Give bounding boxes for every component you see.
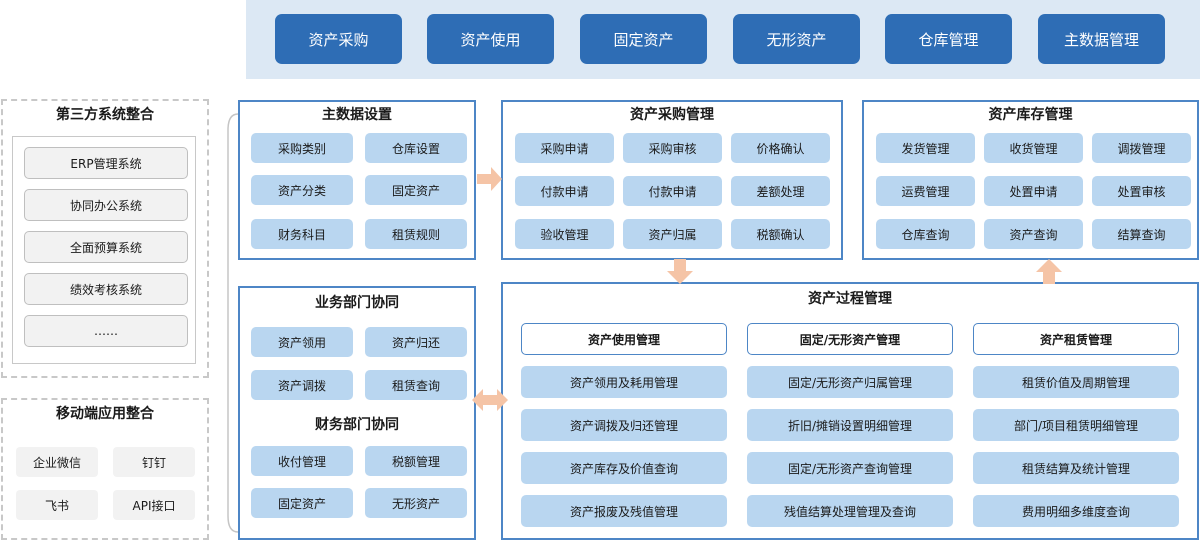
finance-cell-fixed-assets[interactable]: 固定资产	[251, 488, 353, 518]
procurement-cell-payment-request-2[interactable]: 付款申请	[623, 176, 722, 206]
fixed-item-query[interactable]: 固定/无形资产查询管理	[747, 452, 953, 484]
master-data-title: 主数据设置	[322, 107, 392, 123]
process-column-usage-title: 资产使用管理	[521, 323, 727, 355]
master-cell-finance-subject[interactable]: 财务科目	[251, 219, 353, 249]
finance-dept-title: 财务部门协同	[315, 417, 399, 433]
fixed-item-ownership[interactable]: 固定/无形资产归属管理	[747, 366, 953, 398]
nav-warehouse[interactable]: 仓库管理	[885, 14, 1012, 64]
procurement-cell-tax-confirm[interactable]: 税额确认	[731, 219, 830, 249]
usage-item-claim-consumption[interactable]: 资产领用及耗用管理	[521, 366, 727, 398]
master-cell-procurement-category[interactable]: 采购类别	[251, 133, 353, 163]
inventory-cell-shipping[interactable]: 发货管理	[876, 133, 975, 163]
procurement-cell-price-confirm[interactable]: 价格确认	[731, 133, 830, 163]
system-item-more[interactable]: ……	[24, 315, 188, 347]
master-cell-lease-rules[interactable]: 租赁规则	[365, 219, 467, 249]
procurement-cell-request[interactable]: 采购申请	[515, 133, 614, 163]
inventory-cell-settlement-query[interactable]: 结算查询	[1092, 219, 1191, 249]
procurement-cell-acceptance[interactable]: 验收管理	[515, 219, 614, 249]
arrow-up-icon	[1036, 259, 1062, 284]
inventory-cell-disposal-request[interactable]: 处置申请	[984, 176, 1083, 206]
lease-item-settlement-stats[interactable]: 租赁结算及统计管理	[973, 452, 1179, 484]
inventory-cell-transfer[interactable]: 调拨管理	[1092, 133, 1191, 163]
process-title: 资产过程管理	[808, 291, 892, 307]
bracket-connector	[227, 113, 239, 533]
usage-item-inventory-value[interactable]: 资产库存及价值查询	[521, 452, 727, 484]
mobile-item-api[interactable]: API接口	[113, 490, 195, 520]
procurement-title: 资产采购管理	[630, 107, 714, 123]
procurement-cell-difference[interactable]: 差额处理	[731, 176, 830, 206]
master-cell-warehouse-setup[interactable]: 仓库设置	[365, 133, 467, 163]
inventory-cell-freight[interactable]: 运费管理	[876, 176, 975, 206]
business-dept-title: 业务部门协同	[315, 295, 399, 311]
procurement-cell-review[interactable]: 采购审核	[623, 133, 722, 163]
nav-fixed-assets[interactable]: 固定资产	[580, 14, 707, 64]
nav-asset-procurement[interactable]: 资产采购	[275, 14, 402, 64]
inventory-cell-receiving[interactable]: 收货管理	[984, 133, 1083, 163]
business-cell-lease-query[interactable]: 租赁查询	[365, 370, 467, 400]
inventory-cell-disposal-review[interactable]: 处置审核	[1092, 176, 1191, 206]
fixed-item-depreciation[interactable]: 折旧/摊销设置明细管理	[747, 409, 953, 441]
mobile-item-feishu[interactable]: 飞书	[16, 490, 98, 520]
business-cell-asset-return[interactable]: 资产归还	[365, 327, 467, 357]
nav-intangible-assets[interactable]: 无形资产	[733, 14, 860, 64]
lease-item-dept-project[interactable]: 部门/项目租赁明细管理	[973, 409, 1179, 441]
double-arrow-icon	[472, 389, 508, 411]
master-cell-fixed-assets[interactable]: 固定资产	[365, 175, 467, 205]
process-column-fixed-intangible-title: 固定/无形资产管理	[747, 323, 953, 355]
inventory-title: 资产库存管理	[988, 107, 1073, 123]
third-party-title: 第三方系统整合	[56, 107, 154, 123]
nav-master-data[interactable]: 主数据管理	[1038, 14, 1165, 64]
mobile-item-wecom[interactable]: 企业微信	[16, 447, 98, 477]
system-item-budget[interactable]: 全面预算系统	[24, 231, 188, 263]
system-item-oa[interactable]: 协同办公系统	[24, 189, 188, 221]
master-cell-asset-classification[interactable]: 资产分类	[251, 175, 353, 205]
finance-cell-tax[interactable]: 税额管理	[365, 446, 467, 476]
finance-cell-payments[interactable]: 收付管理	[251, 446, 353, 476]
usage-item-scrap-residual[interactable]: 资产报废及残值管理	[521, 495, 727, 527]
lease-item-value-cycle[interactable]: 租赁价值及周期管理	[973, 366, 1179, 398]
process-column-lease-title: 资产租赁管理	[973, 323, 1179, 355]
lease-item-expense-query[interactable]: 费用明细多维度查询	[973, 495, 1179, 527]
system-item-performance[interactable]: 绩效考核系统	[24, 273, 188, 305]
finance-cell-intangible-assets[interactable]: 无形资产	[365, 488, 467, 518]
business-cell-asset-claim[interactable]: 资产领用	[251, 327, 353, 357]
inventory-cell-asset-query[interactable]: 资产查询	[984, 219, 1083, 249]
usage-item-transfer-return[interactable]: 资产调拨及归还管理	[521, 409, 727, 441]
nav-asset-usage[interactable]: 资产使用	[427, 14, 554, 64]
procurement-cell-asset-ownership[interactable]: 资产归属	[623, 219, 722, 249]
fixed-item-residual-settlement[interactable]: 残值结算处理管理及查询	[747, 495, 953, 527]
mobile-title: 移动端应用整合	[56, 406, 154, 422]
procurement-cell-payment-request[interactable]: 付款申请	[515, 176, 614, 206]
arrow-right-icon	[477, 167, 502, 191]
arrow-down-icon	[667, 259, 693, 284]
system-item-erp[interactable]: ERP管理系统	[24, 147, 188, 179]
business-cell-asset-transfer[interactable]: 资产调拨	[251, 370, 353, 400]
mobile-item-dingtalk[interactable]: 钉钉	[113, 447, 195, 477]
inventory-cell-warehouse-query[interactable]: 仓库查询	[876, 219, 975, 249]
